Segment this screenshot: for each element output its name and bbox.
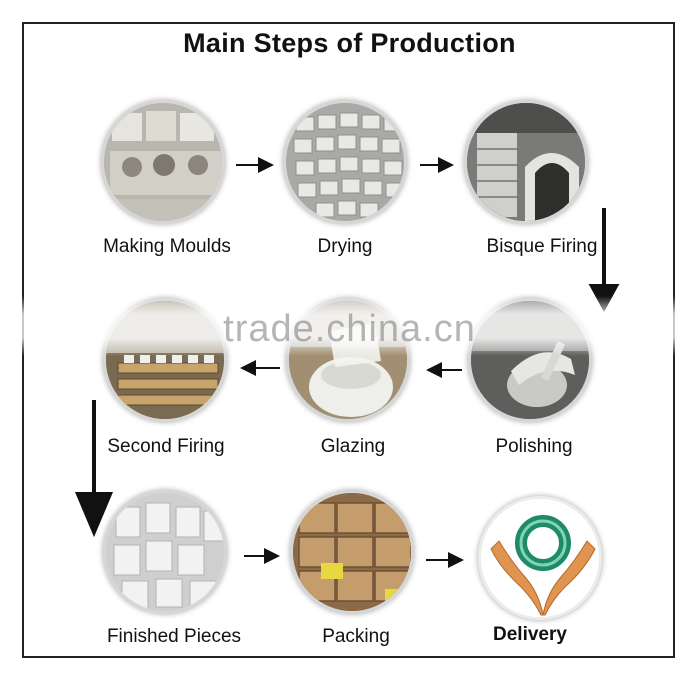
step-label: Packing xyxy=(322,626,390,647)
step-label: Bisque Firing xyxy=(486,236,598,257)
step-label: Drying xyxy=(317,236,373,257)
step-label: Delivery xyxy=(493,624,567,645)
step-packing-image xyxy=(290,490,414,614)
step-label: Glazing xyxy=(320,436,386,457)
watermark-band xyxy=(0,296,699,356)
kiln-illustration xyxy=(467,103,585,221)
delivery-hands-icon xyxy=(481,499,599,617)
step-label: Making Moulds xyxy=(103,236,231,257)
step-finished-pieces-image xyxy=(103,490,227,614)
drying-illustration xyxy=(286,103,404,221)
step-label: Polishing xyxy=(495,436,573,457)
watermark-text: trade.china.cn xyxy=(223,308,476,350)
step-label: Second Firing xyxy=(107,436,225,457)
step-drying-image xyxy=(283,100,407,224)
diagram-title: Main Steps of Production xyxy=(183,28,516,58)
step-bisque-firing-image xyxy=(464,100,588,224)
arrow-down-head xyxy=(74,492,114,538)
step-label: Finished Pieces xyxy=(106,626,242,647)
step-delivery-image xyxy=(478,496,602,620)
finished-pieces-illustration xyxy=(106,493,224,611)
